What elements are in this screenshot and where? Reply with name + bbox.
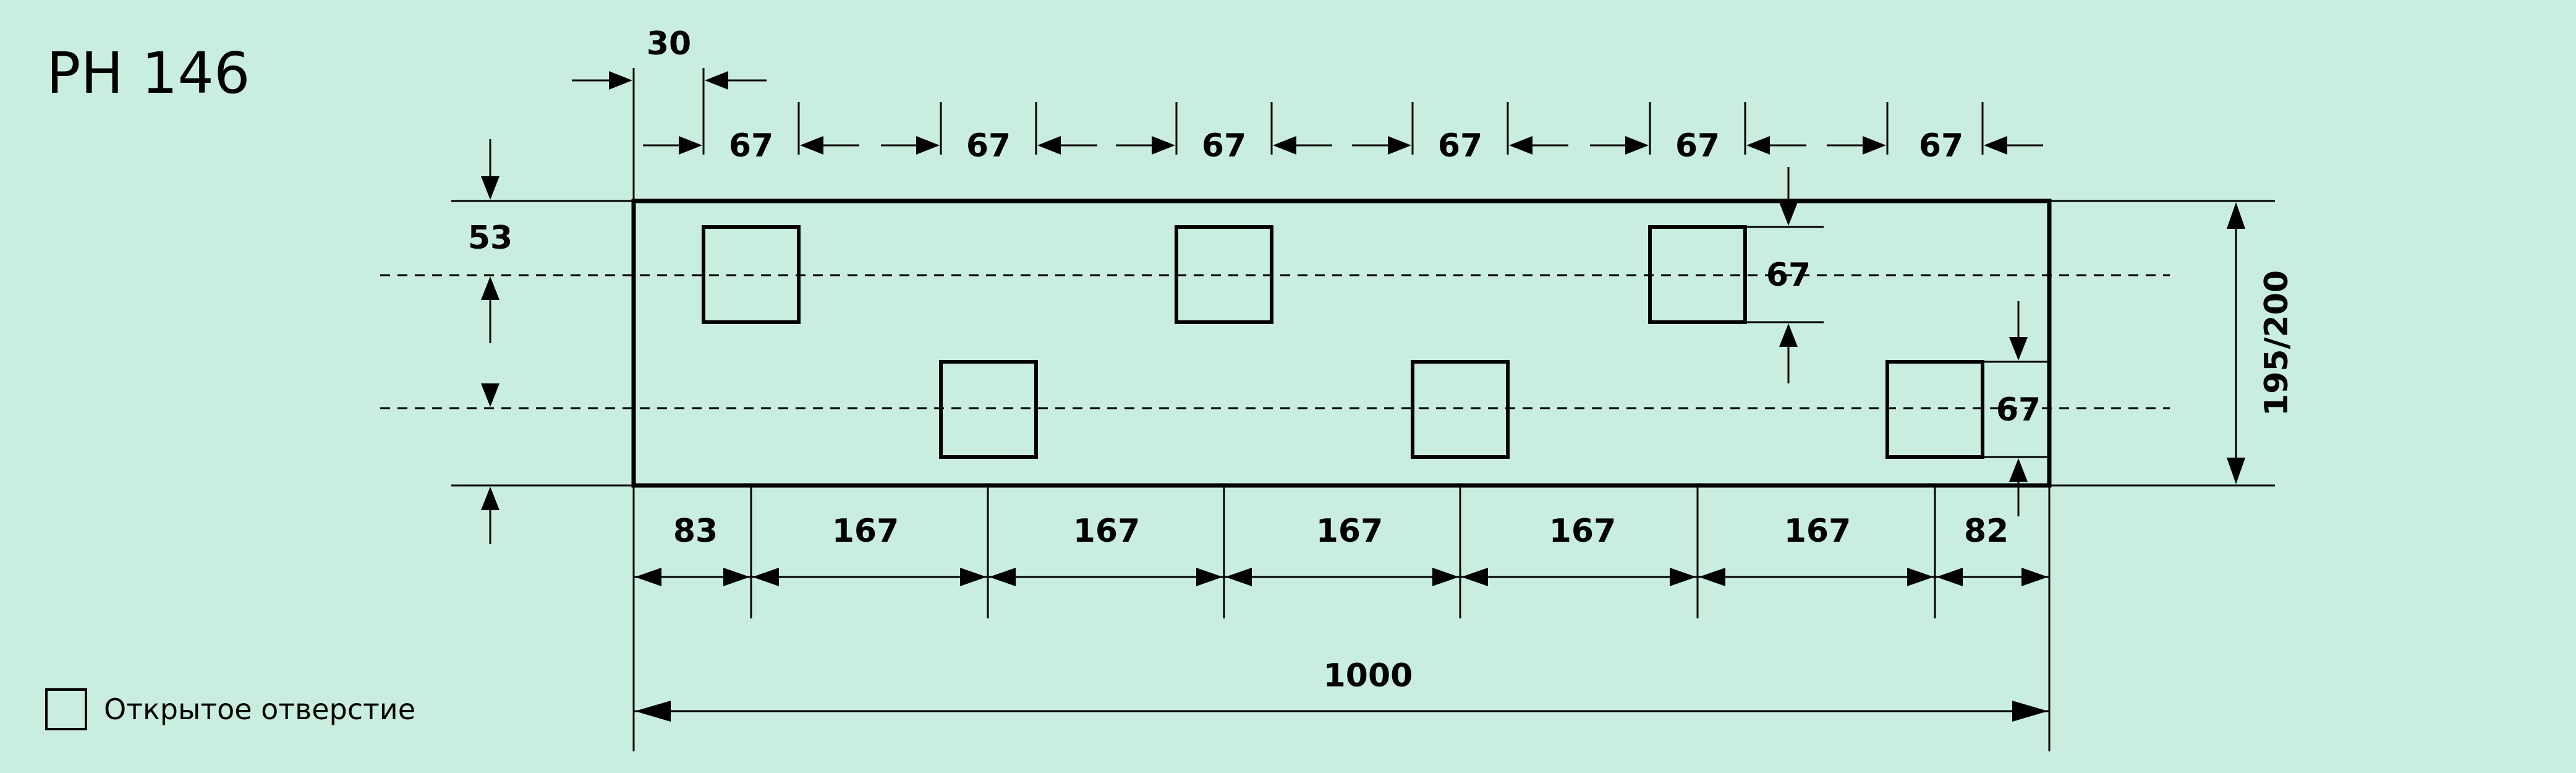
dim-label-53: 53 (468, 220, 512, 257)
dim-top-offset: 30 (572, 25, 767, 90)
dim-label-67-lower: 67 (1996, 391, 2041, 429)
dim-overall-height: 195/200 (2049, 200, 2295, 487)
dim-total-width: 1000 (634, 657, 2049, 722)
dim-hole-height-lower: 67 (1983, 301, 2049, 516)
hole-upper-2 (1175, 225, 1273, 324)
dim-bottom-segments: 83 167 167 167 167 167 82 (634, 513, 2049, 586)
open-square-icon (45, 688, 87, 730)
bottom-extension-lines (632, 485, 2051, 751)
dim-label-height: 195/200 (2258, 270, 2295, 416)
dim-bottom-167-4: 167 (1549, 513, 1617, 550)
dim-top-67-1: 67 (729, 127, 773, 164)
dim-bottom-82: 82 (1964, 513, 2009, 550)
dim-label-1000: 1000 (1324, 657, 1413, 694)
hole-upper-3 (1648, 225, 1747, 324)
hole-lower-3 (1885, 360, 1984, 459)
hole-upper-1 (702, 225, 801, 324)
dim-top-hole-widths: 67 67 67 67 67 67 (643, 127, 2043, 164)
dim-hole-height-upper: 67 (1745, 167, 1824, 383)
top-extension-lines (632, 68, 1984, 201)
dim-label-67-upper: 67 (1766, 257, 1811, 294)
dim-top-67-5: 67 (1675, 127, 1720, 164)
dim-top-67-6: 67 (1919, 127, 1963, 164)
panel-outline (631, 199, 2052, 488)
dim-bottom-167-3: 167 (1316, 513, 1384, 550)
dim-top-67-2: 67 (966, 127, 1011, 164)
dim-top-67-4: 67 (1438, 127, 1482, 164)
dim-bottom-167-1: 167 (832, 513, 899, 550)
legend-label: Открытое отверстие (104, 693, 415, 726)
dim-bottom-83: 83 (673, 513, 718, 550)
dim-bottom-167-2: 167 (1073, 513, 1141, 550)
hole-lower-1 (939, 360, 1038, 459)
drawing-title: PH 146 (46, 40, 250, 106)
dim-label-30: 30 (647, 25, 691, 62)
hole-lower-2 (1411, 360, 1510, 459)
dim-left-offset: 53 (451, 139, 634, 544)
legend: Открытое отверстие (45, 688, 415, 730)
dim-top-67-3: 67 (1202, 127, 1246, 164)
dim-bottom-167-5: 167 (1784, 513, 1851, 550)
